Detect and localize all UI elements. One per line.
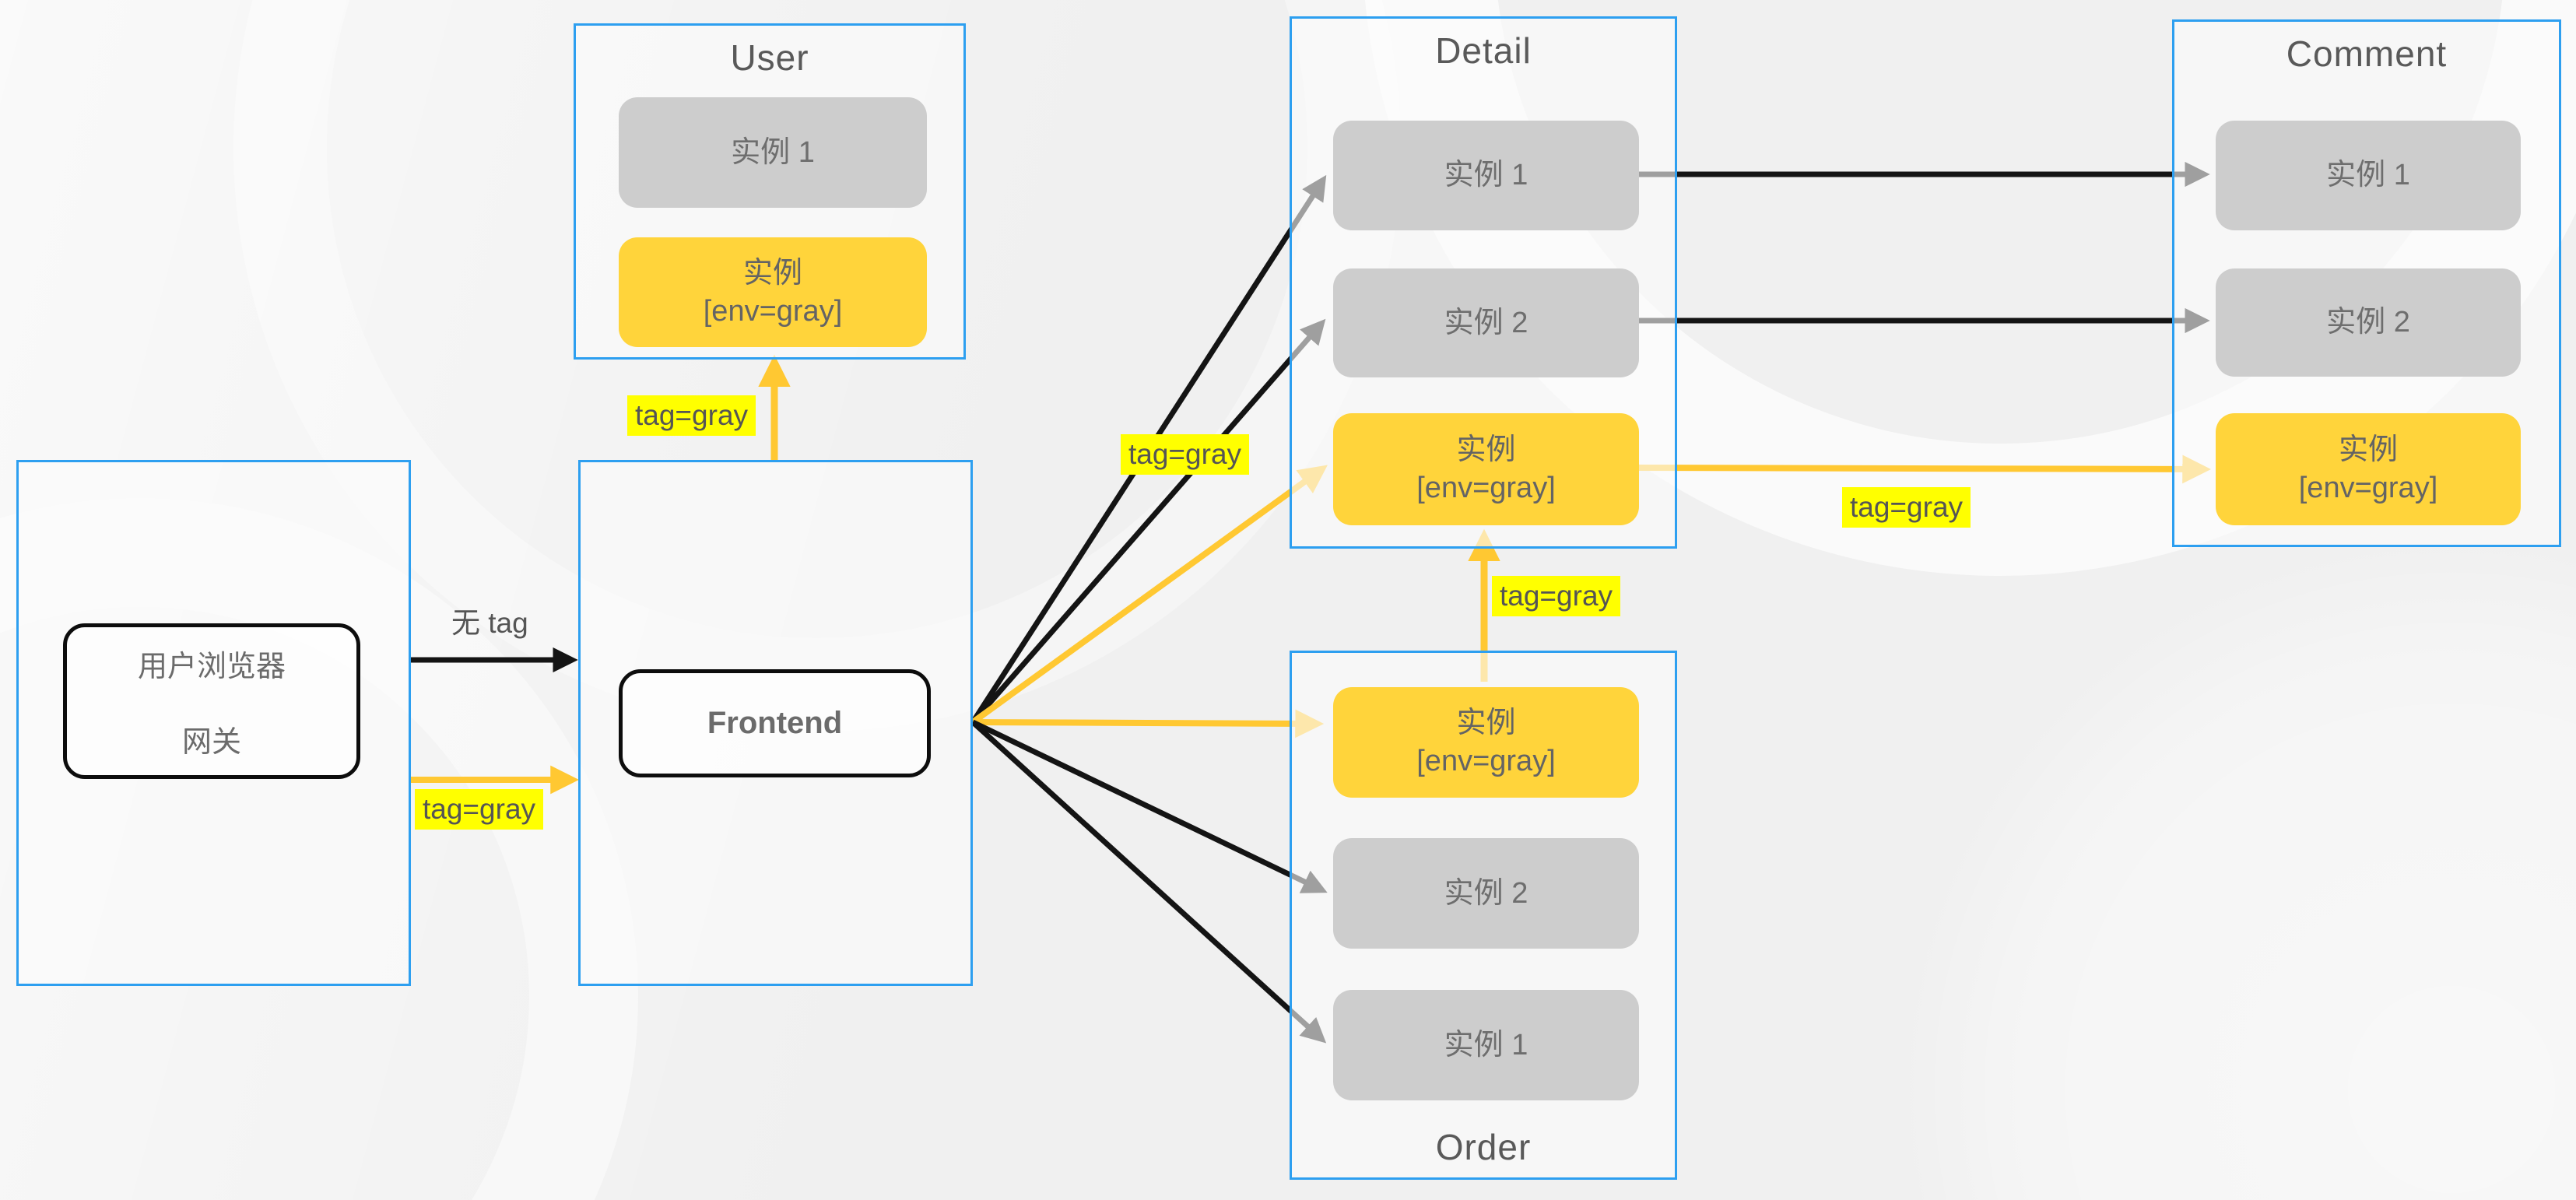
instance-box-detail-1: 实例 1	[1333, 121, 1639, 230]
service-comment-container: Comment 实例 1 实例 2 实例 [env=gray]	[2172, 19, 2561, 547]
edge-label-tag-gray-frontend-detail: tag=gray	[1121, 434, 1250, 475]
edge-frontend-detail-inst2	[970, 318, 1326, 725]
instance-env-tag: [env=gray]	[2298, 472, 2438, 504]
service-detail-title: Detail	[1435, 30, 1532, 71]
edge-detail-comment-gray	[1636, 454, 2212, 484]
instance-box-order-2: 实例 2	[1333, 838, 1639, 949]
service-user-title: User	[730, 37, 809, 78]
edge-label-tag-gray-gateway-frontend: tag=gray	[415, 789, 544, 830]
edge-label-no-tag: 无 tag	[451, 607, 528, 639]
service-comment-title: Comment	[2286, 33, 2448, 74]
background-blob-decoration	[1907, 545, 2576, 1200]
instance-env-tag: [env=gray]	[1416, 745, 1556, 777]
edge-label-tag-gray-detail-comment: tag=gray	[1842, 487, 1971, 528]
instance-label: 实例	[1456, 707, 1516, 740]
edge-frontend-order-gray	[972, 709, 1325, 739]
instance-box-detail-2: 实例 2	[1333, 268, 1639, 377]
instance-label: 实例 2	[2326, 306, 2410, 339]
instance-env-tag: [env=gray]	[1416, 472, 1556, 504]
instance-box-user-gray: 实例 [env=gray]	[619, 237, 927, 347]
instance-box-order-gray: 实例 [env=gray]	[1333, 687, 1639, 798]
instance-label: 实例 1	[2326, 159, 2410, 192]
edge-frontend-detail-gray	[970, 465, 1328, 725]
instance-box-detail-gray: 实例 [env=gray]	[1333, 413, 1639, 525]
service-order-container: Order 实例 [env=gray] 实例 2 实例 1	[1290, 651, 1677, 1180]
instance-box-user-1: 实例 1	[619, 97, 927, 208]
frontend-label: Frontend	[707, 706, 843, 740]
gateway-label-line2: 网关	[181, 726, 241, 759]
instance-label: 实例	[1456, 433, 1516, 467]
edge-label-tag-gray-order-detail: tag=gray	[1492, 576, 1621, 617]
instance-label: 实例 2	[1444, 306, 1528, 339]
instance-label: 实例 1	[1444, 159, 1528, 192]
service-detail-container: Detail 实例 1 实例 2 实例 [env=gray]	[1290, 16, 1677, 549]
edge-frontend-order-inst2	[971, 719, 1328, 893]
instance-label: 实例 1	[1444, 1028, 1528, 1061]
instance-env-tag: [env=gray]	[703, 294, 843, 328]
gateway-node: 用户浏览器 网关	[63, 623, 360, 779]
instance-label: 实例 1	[731, 135, 815, 169]
instance-label: 实例 2	[1444, 876, 1528, 910]
service-order-title: Order	[1435, 1127, 1532, 1167]
instance-label: 实例	[742, 256, 802, 289]
frontend-container: Frontend	[578, 460, 973, 986]
instance-box-order-1: 实例 1	[1333, 990, 1639, 1100]
gateway-label-line1: 用户浏览器	[137, 651, 286, 683]
edge-label-tag-gray-frontend-user: tag=gray	[627, 395, 756, 437]
service-user-container: User 实例 1 实例 [env=gray]	[574, 23, 966, 360]
edge-frontend-order-inst1	[970, 720, 1327, 1044]
instance-box-comment-gray: 实例 [env=gray]	[2216, 413, 2521, 525]
frontend-node: Frontend	[619, 669, 931, 777]
instance-box-comment-2: 实例 2	[2216, 268, 2521, 377]
instance-box-comment-1: 实例 1	[2216, 121, 2521, 230]
instance-label: 实例	[2338, 433, 2398, 467]
gateway-container: 用户浏览器 网关	[16, 460, 411, 986]
